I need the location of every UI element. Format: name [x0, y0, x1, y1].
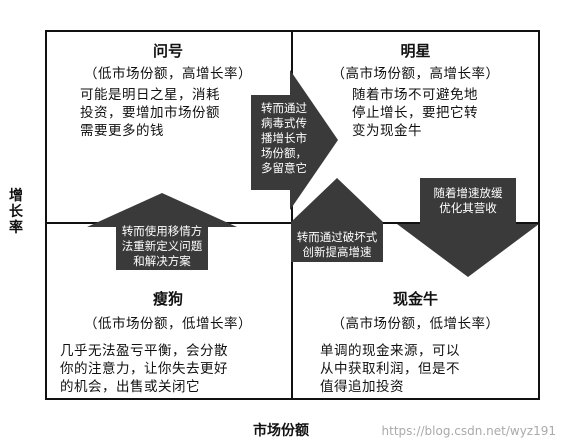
desc-line: 需要更多的钱 — [80, 123, 164, 139]
question-description: 可能是明日之星，消耗 投资，要增加市场份额 需要更多的钱 — [80, 86, 220, 140]
desc-line: 变为现金牛 — [352, 123, 422, 139]
desc-line: 投资，要增加市场份额 — [80, 105, 220, 121]
arrow-label-line: 多留意它 — [261, 161, 307, 175]
disrupt-arrow-shape — [291, 178, 383, 262]
dog-subtitle: （低市场份额，低增长率） — [84, 316, 252, 332]
vertical-divider — [291, 30, 293, 400]
arrow-label-line: 优化其营收 — [439, 201, 497, 215]
arrow-label-line: 场份额， — [261, 146, 307, 160]
desc-line: 单调的现金来源，可以 — [320, 343, 460, 359]
star-title: 明星 — [400, 42, 431, 60]
x-axis-label: 市场份额 — [253, 423, 309, 439]
desc-line: 你的注意力，让你失去更好 — [60, 361, 228, 377]
desc-line: 值得追加投资 — [320, 379, 404, 395]
arrow-label-line: 创新提高增速 — [302, 245, 372, 259]
metaphor-arrow-shape — [87, 193, 237, 270]
desc-line: 从中获取利润，但是不 — [320, 361, 460, 377]
slowdown-arrow-label: 随着增速放缓 优化其营收 — [420, 186, 516, 216]
slowdown-arrow-shape — [397, 178, 539, 277]
star-description: 随着市场不可避免地 停止增长，要把它转 变为现金牛 — [352, 86, 478, 140]
disrupt-arrow-label: 转而通过破坏式 创新提高增速 — [291, 230, 383, 260]
arrow-label-line: 法重新定义问题 — [121, 239, 203, 253]
question-title: 问号 — [152, 42, 183, 60]
arrow-label-line: 播增长市 — [261, 131, 307, 145]
arrow-label-line: 随着增速放缓 — [433, 186, 503, 200]
dog-title: 瘦狗 — [152, 290, 183, 308]
arrow-label-line: 转而使用移情方 — [121, 224, 203, 238]
desc-line: 几乎无法盈亏平衡，会分散 — [60, 343, 228, 359]
y-axis-label: 增长率 — [9, 188, 23, 236]
viral-arrow-shape — [251, 70, 338, 210]
viral-arrow-label: 转而通过 病毒式传 播增长市 场份额， 多留意它 — [251, 101, 317, 176]
cash-cow-title: 现金牛 — [392, 290, 438, 308]
star-subtitle: （高市场份额，高增长率） — [331, 66, 500, 82]
desc-line: 随着市场不可避免地 — [352, 87, 478, 103]
question-subtitle: （低市场份额，高增长率） — [84, 66, 252, 82]
desc-line: 可能是明日之星，消耗 — [80, 87, 220, 103]
metaphor-arrow-label: 转而使用移情方 法重新定义问题 和解决方案 — [100, 224, 224, 269]
arrow-label-line: 病毒式传 — [261, 116, 307, 130]
arrow-label-line: 转而通过 — [261, 101, 307, 115]
arrow-label-line: 和解决方案 — [133, 254, 191, 268]
dog-description: 几乎无法盈亏平衡，会分散 你的注意力，让你失去更好 的机会，出售或关闭它 — [60, 342, 228, 396]
watermark: https://blog.csdn.net/wyz191 — [381, 424, 556, 438]
arrow-label-line: 转而通过破坏式 — [296, 230, 378, 244]
cash-cow-description: 单调的现金来源，可以 从中获取利润，但是不 值得追加投资 — [320, 342, 460, 396]
desc-line: 停止增长，要把它转 — [352, 105, 478, 121]
cash-cow-subtitle: （高市场份额，低增长率） — [331, 316, 500, 332]
desc-line: 的机会，出售或关闭它 — [60, 379, 200, 395]
